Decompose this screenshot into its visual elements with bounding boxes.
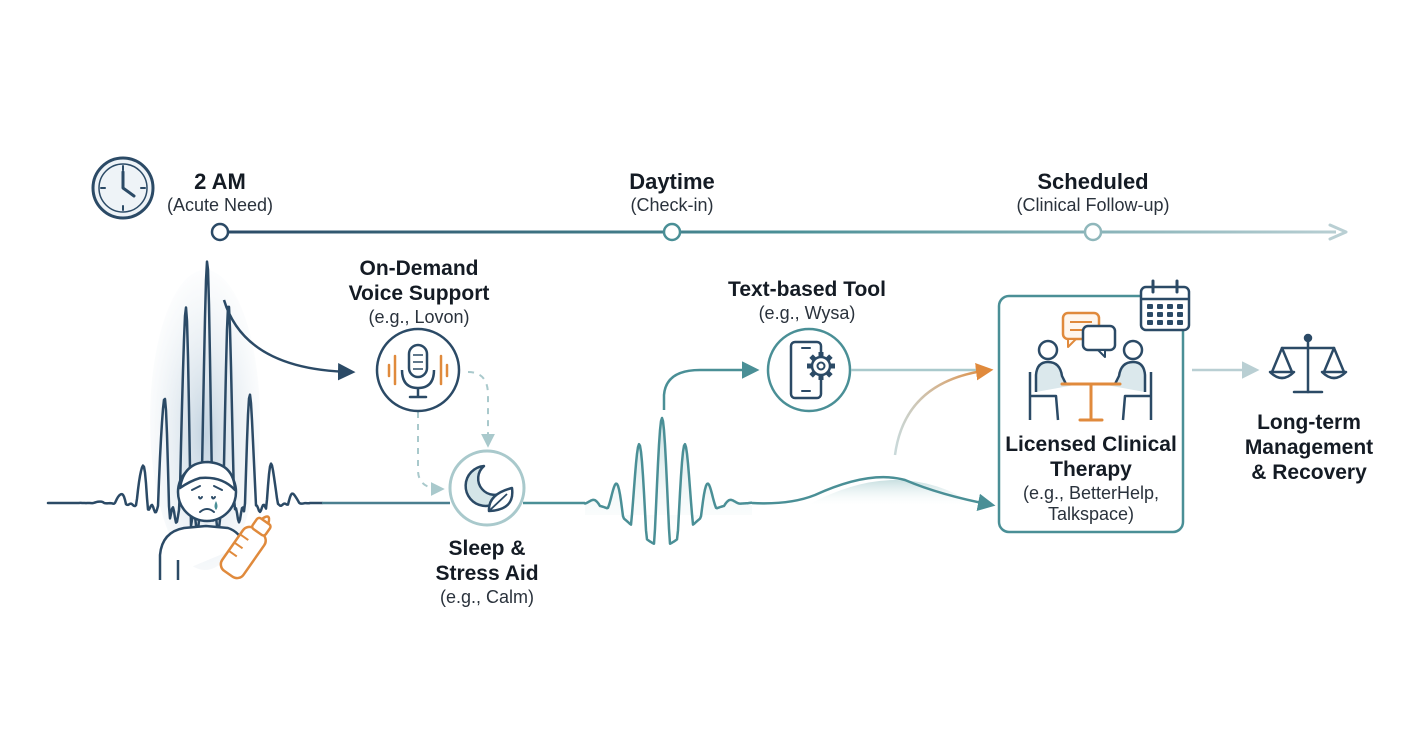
- stage-label-daytime: Daytime (Check-in): [582, 169, 762, 216]
- therapy-session-icon: [1028, 311, 1153, 422]
- therapy-label: Licensed Clinical Therapy (e.g., BetterH…: [999, 433, 1183, 525]
- text-tool-label: Text-based Tool (e.g., Wysa): [707, 278, 907, 324]
- timeline-dot-scheduled: [1083, 222, 1103, 242]
- voice-sleep-connectors: [417, 371, 495, 496]
- sleep-title-2: Stress Aid: [435, 561, 539, 585]
- stage-title: Scheduled: [1037, 169, 1149, 194]
- flow-daytime-to-text: [662, 361, 760, 410]
- stage-subtitle: (Clinical Follow-up): [1016, 194, 1170, 215]
- timeline-dot-daytime: [662, 222, 682, 242]
- outcome-label: Long-term Management & Recovery: [1234, 411, 1384, 485]
- therapy-title-1: Licensed Clinical: [1005, 433, 1177, 456]
- sleep-title-1: Sleep &: [448, 537, 526, 560]
- outcome-line-1: Long-term: [1257, 411, 1361, 434]
- acute-stress-waveform: [46, 260, 324, 570]
- stage-subtitle: (Acute Need): [166, 194, 274, 215]
- text-tool-node: [766, 327, 852, 413]
- voice-support-node: [375, 327, 461, 413]
- sleep-label: Sleep & Stress Aid (e.g., Calm): [397, 537, 577, 608]
- therapy-node: [997, 294, 1185, 534]
- phone-gear-icon: [789, 340, 835, 400]
- sleep-example: (e.g., Calm): [439, 586, 535, 607]
- voice-title-2: Voice Support: [348, 281, 490, 305]
- timeline: [210, 222, 1348, 242]
- stage-title: Daytime: [629, 169, 715, 194]
- voice-title-1: On-Demand: [359, 257, 479, 280]
- sleep-node: [448, 449, 526, 527]
- timeline-arrowhead: [1328, 223, 1348, 241]
- timeline-dot-2am: [210, 222, 230, 242]
- flow-orange-to-therapy: [893, 362, 994, 456]
- therapy-example-2: Talkspace): [1047, 503, 1135, 524]
- therapy-example-1: (e.g., BetterHelp,: [1022, 482, 1160, 503]
- microphone-icon: [387, 343, 449, 399]
- stage-label-2am: 2 AM (Acute Need): [150, 169, 290, 216]
- stage-title: 2 AM: [194, 169, 246, 194]
- stage-subtitle: (Check-in): [630, 194, 714, 215]
- text-tool-title: Text-based Tool: [728, 278, 886, 301]
- clock-icon: [91, 156, 155, 220]
- therapy-title-2: Therapy: [1050, 457, 1132, 481]
- voice-example: (e.g., Lovon): [368, 306, 470, 327]
- voice-support-label: On-Demand Voice Support (e.g., Lovon): [319, 257, 519, 328]
- flow-to-therapy: [751, 475, 996, 511]
- baseline-flow: [322, 416, 996, 545]
- moon-leaf-icon: [464, 464, 514, 513]
- scales-icon: [1268, 333, 1348, 394]
- outcome-line-3: & Recovery: [1251, 460, 1367, 484]
- outcome-line-2: Management: [1244, 435, 1374, 459]
- stage-label-scheduled: Scheduled (Clinical Follow-up): [993, 169, 1193, 216]
- flow-spike-to-voice: [222, 299, 356, 381]
- calendar-icon: [1139, 279, 1191, 332]
- text-tool-example: (e.g., Wysa): [758, 302, 856, 323]
- parent-with-bottle-icon: [158, 460, 272, 580]
